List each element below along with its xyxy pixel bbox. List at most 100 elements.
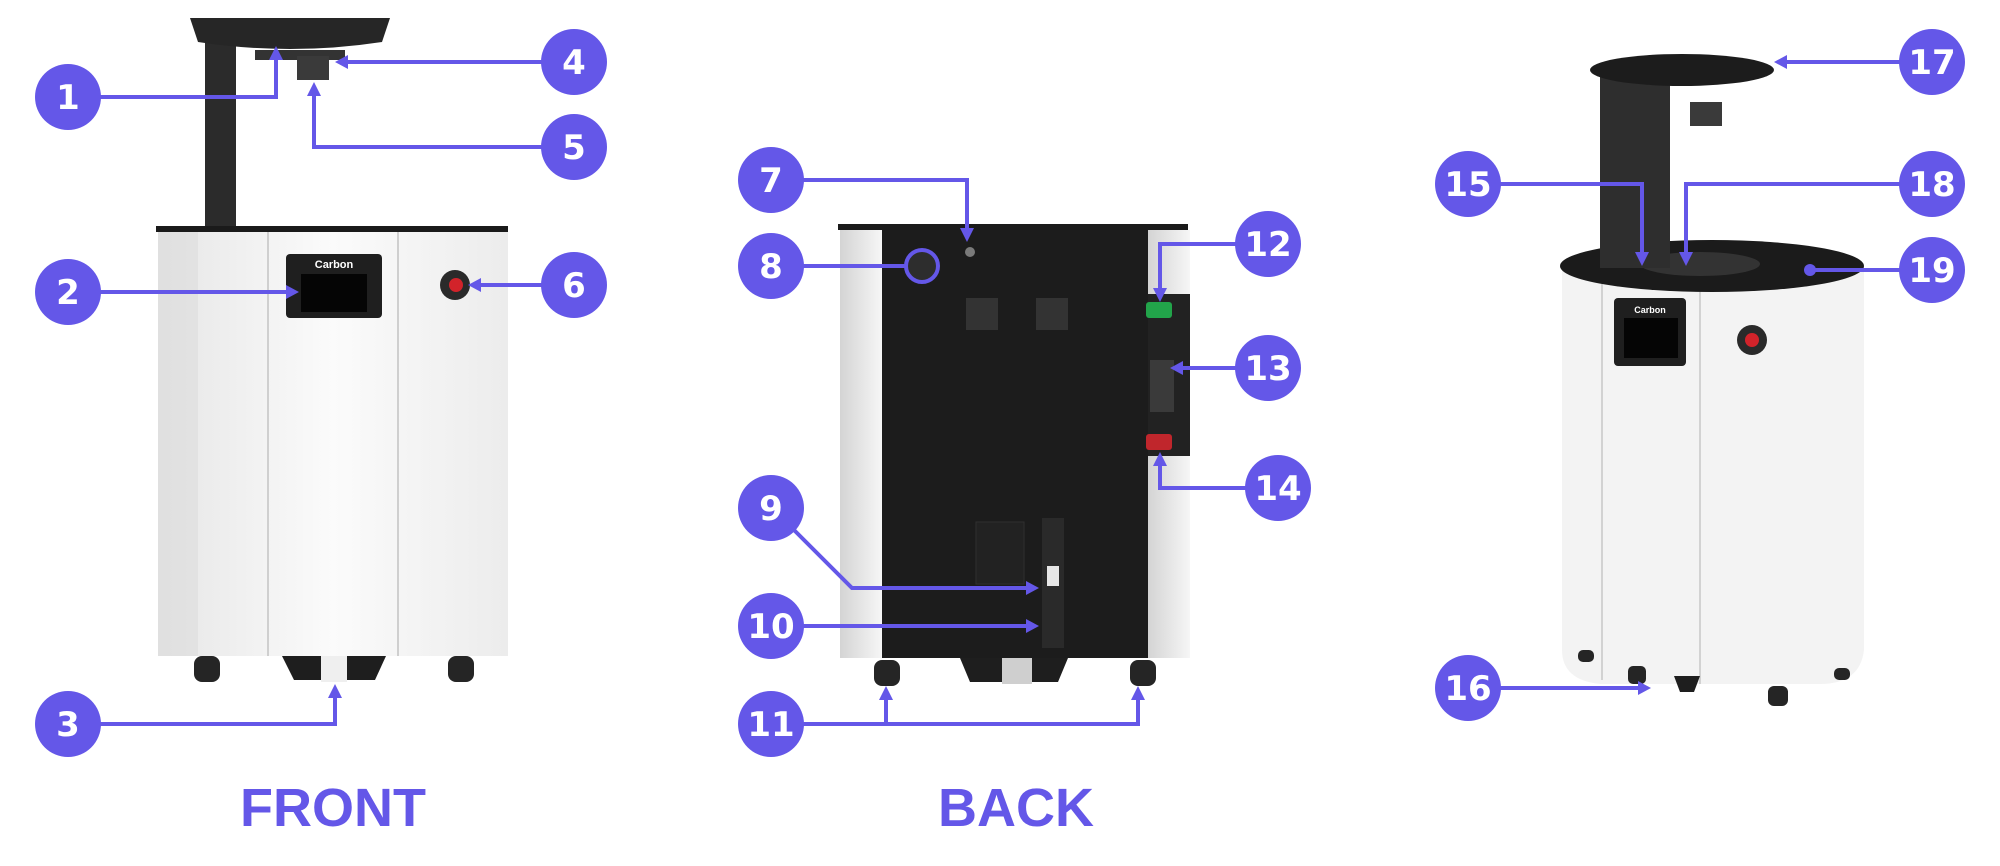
leader-arrow-6 bbox=[468, 278, 481, 292]
iso-mast bbox=[1600, 70, 1670, 268]
leader-arrow-12 bbox=[1153, 288, 1167, 302]
front-caster-left bbox=[194, 656, 220, 682]
front-leveling-foot bbox=[321, 656, 347, 682]
callout-6: 6 bbox=[541, 252, 607, 318]
back-panel bbox=[882, 230, 1148, 658]
front-caster-right bbox=[448, 656, 474, 682]
iso-caster-front-right bbox=[1768, 686, 1788, 706]
front-estop-button bbox=[449, 278, 463, 292]
iso-touchscreen bbox=[1624, 318, 1678, 358]
back-service-hatch bbox=[975, 521, 1025, 585]
leader-arrow-4 bbox=[335, 55, 348, 69]
back-view-label: BACK bbox=[938, 778, 1094, 838]
leader-arrow-1 bbox=[269, 46, 283, 60]
leader-lines bbox=[98, 46, 1900, 726]
callout-2: 2 bbox=[35, 259, 101, 325]
leader-arrow-7 bbox=[960, 228, 974, 242]
svg-text:3: 3 bbox=[56, 705, 80, 745]
leader-dot-19 bbox=[1804, 264, 1816, 276]
leader-arrow-15 bbox=[1635, 252, 1649, 266]
leader-line-18 bbox=[1684, 182, 1900, 256]
leader-line-5 bbox=[312, 92, 543, 149]
callout-13: 13 bbox=[1235, 335, 1301, 401]
back-vent-port bbox=[904, 248, 940, 284]
svg-text:6: 6 bbox=[562, 266, 586, 306]
front-body-top bbox=[156, 226, 508, 232]
leader-arrow-11a bbox=[879, 686, 893, 700]
leader-arrow-3 bbox=[328, 684, 342, 698]
callout-badges: 1 2 3 4 5 6 7 8 9 10 11 12 13 14 15 16 1… bbox=[35, 29, 1965, 757]
leader-arrow-10 bbox=[1026, 619, 1039, 633]
svg-text:13: 13 bbox=[1244, 349, 1291, 389]
svg-text:15: 15 bbox=[1444, 165, 1491, 205]
back-fan-left bbox=[966, 298, 998, 330]
iso-tank-cup bbox=[1690, 102, 1722, 126]
callout-14: 14 bbox=[1245, 455, 1311, 521]
back-red-fitting bbox=[1146, 434, 1172, 450]
svg-text:11: 11 bbox=[747, 705, 794, 745]
iso-caster-front-left bbox=[1628, 666, 1646, 684]
callout-16: 16 bbox=[1435, 655, 1501, 721]
leader-arrow-13 bbox=[1170, 361, 1183, 375]
leader-line-1 bbox=[98, 56, 278, 99]
leader-arrow-18 bbox=[1679, 252, 1693, 266]
leader-arrow-5 bbox=[307, 82, 321, 96]
back-view: BACK bbox=[838, 224, 1190, 838]
iso-estop-button bbox=[1745, 333, 1759, 347]
svg-text:8: 8 bbox=[759, 247, 783, 287]
svg-text:14: 14 bbox=[1254, 469, 1301, 509]
callout-3: 3 bbox=[35, 691, 101, 757]
back-power-inlet bbox=[1047, 566, 1059, 586]
svg-text:9: 9 bbox=[759, 489, 783, 529]
leader-arrow-16 bbox=[1638, 681, 1651, 695]
front-body-left-shade bbox=[158, 232, 198, 656]
callout-4: 4 bbox=[541, 29, 607, 95]
svg-text:19: 19 bbox=[1908, 251, 1955, 291]
svg-text:1: 1 bbox=[56, 78, 80, 118]
front-brand-logo: Carbon bbox=[315, 259, 354, 271]
leader-line-3 bbox=[98, 694, 337, 726]
front-mast bbox=[205, 38, 236, 228]
leader-arrow-11b bbox=[1131, 686, 1145, 700]
callout-5: 5 bbox=[541, 114, 607, 180]
iso-caster-back-left bbox=[1578, 650, 1594, 662]
callout-17: 17 bbox=[1899, 29, 1965, 95]
callout-10: 10 bbox=[738, 593, 804, 659]
front-view-label: FRONT bbox=[240, 778, 426, 838]
back-fan-right bbox=[1036, 298, 1068, 330]
callout-8: 8 bbox=[738, 233, 804, 299]
leader-line-14 bbox=[1158, 462, 1246, 490]
front-touchscreen bbox=[301, 274, 367, 312]
leader-arrow-14 bbox=[1153, 452, 1167, 466]
callout-11: 11 bbox=[738, 691, 804, 757]
leader-line-11 bbox=[803, 698, 1140, 726]
leader-arrow-2 bbox=[286, 285, 299, 299]
back-regulator bbox=[1150, 360, 1174, 412]
leader-line-12 bbox=[1158, 242, 1236, 292]
back-caster-right bbox=[1130, 660, 1156, 686]
back-body-top bbox=[838, 224, 1188, 230]
callout-1: 1 bbox=[35, 64, 101, 130]
callout-18: 18 bbox=[1899, 151, 1965, 217]
iso-brand-logo: Carbon bbox=[1634, 305, 1666, 315]
leader-line-9 bbox=[790, 526, 1028, 590]
svg-text:4: 4 bbox=[562, 43, 586, 83]
svg-text:12: 12 bbox=[1244, 225, 1291, 265]
leader-arrow-9 bbox=[1026, 581, 1039, 595]
leader-arrow-17 bbox=[1774, 55, 1787, 69]
svg-text:18: 18 bbox=[1908, 165, 1955, 205]
iso-view: Carbon bbox=[1560, 54, 1864, 706]
back-caster-left bbox=[874, 660, 900, 686]
iso-caster-back-right bbox=[1834, 668, 1850, 680]
callout-12: 12 bbox=[1235, 211, 1301, 277]
back-leveling-foot bbox=[1002, 658, 1032, 684]
front-view: Carbon FRONT bbox=[156, 18, 508, 838]
front-tank-cup bbox=[297, 56, 329, 80]
callout-9: 9 bbox=[738, 475, 804, 541]
leader-line-7 bbox=[803, 178, 969, 232]
back-top-screw bbox=[965, 247, 975, 257]
front-tank-holder bbox=[255, 50, 345, 60]
back-green-fitting bbox=[1146, 302, 1172, 318]
svg-text:10: 10 bbox=[747, 607, 794, 647]
